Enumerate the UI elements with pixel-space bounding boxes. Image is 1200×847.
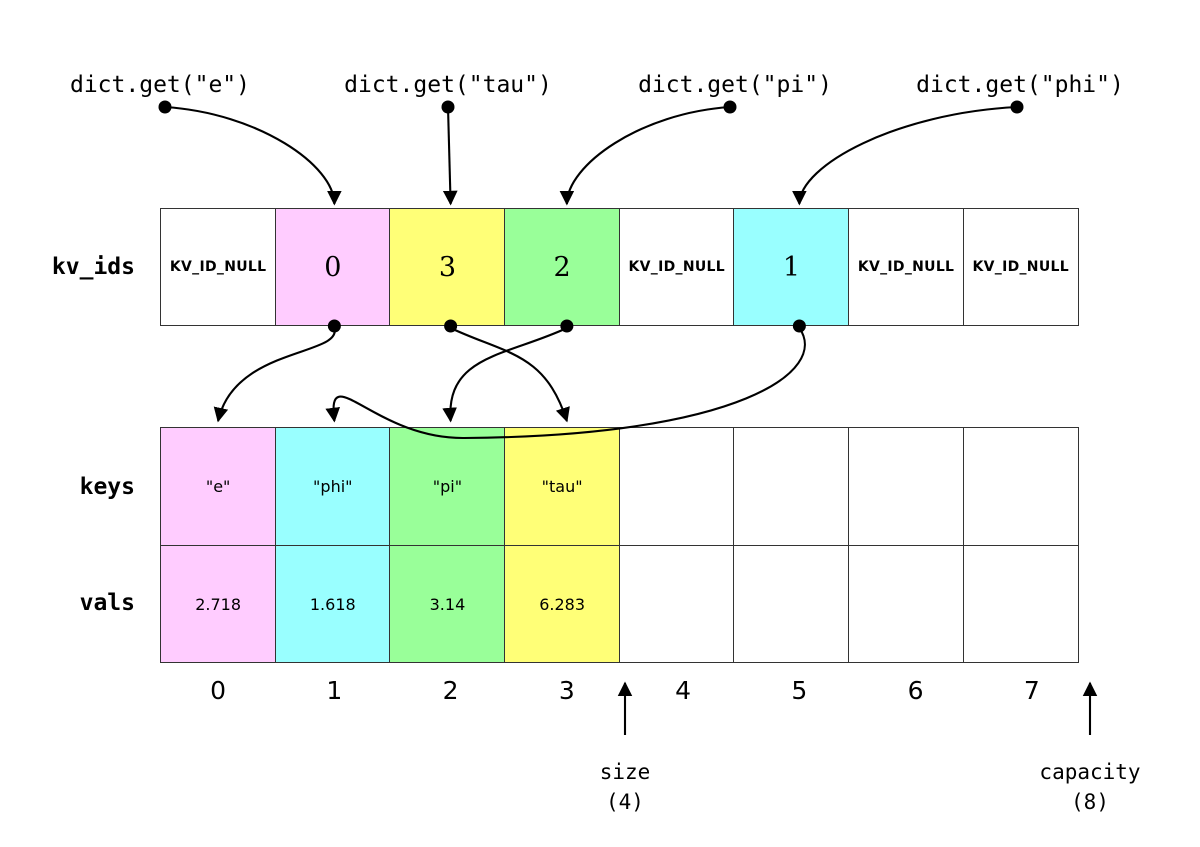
keys-cell-4 bbox=[619, 428, 734, 545]
vals-cell-0: 2.718 bbox=[161, 545, 276, 662]
keys-cell-3-value: "tau" bbox=[541, 477, 583, 496]
vals-cell-4 bbox=[619, 545, 734, 662]
kv-ids-cell-3: 2 bbox=[503, 208, 621, 326]
index-label-1: 1 bbox=[326, 676, 343, 705]
index-label-2: 2 bbox=[442, 676, 459, 705]
keys-cell-0: "e" bbox=[161, 428, 276, 545]
kv-column-0: "e" 2.718 bbox=[160, 427, 277, 663]
vals-cell-1-value: 1.618 bbox=[309, 594, 356, 614]
link-arrow-2 bbox=[442, 327, 568, 423]
keys-cell-6 bbox=[848, 428, 964, 545]
call-dot-3 bbox=[1010, 100, 1024, 114]
size-label: size bbox=[599, 760, 651, 784]
call-dot-0 bbox=[158, 100, 172, 114]
vals-cell-6 bbox=[848, 545, 964, 662]
vals-cell-2-value: 3.14 bbox=[429, 594, 466, 614]
call-arrow-0 bbox=[164, 105, 342, 206]
vals-cell-0-value: 2.718 bbox=[195, 594, 242, 614]
keys-cell-2: "pi" bbox=[390, 428, 505, 545]
index-label-6: 6 bbox=[907, 676, 924, 705]
kv-column-6 bbox=[847, 427, 965, 663]
kv-ids-cell-2-value: 3 bbox=[438, 251, 457, 283]
keys-cell-3: "tau" bbox=[504, 428, 620, 545]
call-arrow-3 bbox=[792, 105, 1018, 206]
vals-cell-3: 6.283 bbox=[504, 545, 620, 662]
call-arrow-1 bbox=[442, 106, 458, 206]
capacity-label: capacity bbox=[1039, 760, 1141, 784]
kv-ids-cell-7-value: KV_ID_NULL bbox=[972, 259, 1069, 275]
kv-column-2: "pi" 3.14 bbox=[389, 427, 506, 663]
kv-ids-row: KV_ID_NULL 0 3 2 KV_ID_NULL 1 KV_ID_NULL KV_ID_… bbox=[160, 208, 1090, 326]
capacity-annotation: capacity (8) bbox=[1039, 760, 1140, 814]
kv-ids-cell-7: KV_ID_NULL bbox=[962, 208, 1079, 326]
kv-ids-cell-6-value: KV_ID_NULL bbox=[857, 259, 955, 275]
call-label-tau: dict.get("tau") bbox=[344, 72, 552, 98]
call-dot-2 bbox=[723, 100, 737, 114]
vals-cell-3-value: 6.283 bbox=[539, 594, 585, 614]
call-arrow-2 bbox=[559, 105, 731, 206]
kv-ids-cell-4: KV_ID_NULL bbox=[618, 208, 735, 326]
keys-cell-1-value: "phi" bbox=[313, 477, 353, 496]
capacity-value: (8) bbox=[1071, 790, 1109, 814]
row-label-keys: keys bbox=[79, 474, 135, 500]
call-dot-1 bbox=[441, 100, 455, 114]
index-label-3: 3 bbox=[558, 676, 575, 705]
kv-ids-cell-1-value: 0 bbox=[324, 251, 342, 283]
kv-column-5 bbox=[733, 427, 850, 663]
call-label-pi: dict.get("pi") bbox=[638, 72, 832, 98]
kv-column-1: "phi" 1.618 bbox=[274, 427, 391, 663]
size-annotation: size (4) bbox=[600, 760, 651, 814]
kv-ids-cell-1: 0 bbox=[274, 208, 391, 326]
vals-cell-2: 3.14 bbox=[390, 545, 505, 662]
link-arrow-3 bbox=[325, 327, 806, 440]
kv-ids-cell-0: KV_ID_NULL bbox=[160, 208, 277, 326]
row-label-vals: vals bbox=[79, 590, 135, 616]
keys-cell-5 bbox=[734, 428, 849, 545]
row-label-kv-ids: kv_ids bbox=[51, 254, 135, 280]
link-arrow-1 bbox=[450, 327, 570, 423]
kv-ids-cell-6: KV_ID_NULL bbox=[847, 208, 965, 326]
kv-ids-cell-3-value: 2 bbox=[553, 251, 571, 283]
kv-ids-cell-4-value: KV_ID_NULL bbox=[628, 259, 725, 275]
kv-ids-cell-2: 3 bbox=[389, 208, 506, 326]
index-label-5: 5 bbox=[791, 676, 808, 705]
vals-cell-5 bbox=[734, 545, 849, 662]
vals-cell-1: 1.618 bbox=[275, 545, 390, 662]
call-label-phi: dict.get("phi") bbox=[916, 72, 1124, 98]
kv-ids-cell-0-value: KV_ID_NULL bbox=[169, 259, 267, 275]
size-value: (4) bbox=[606, 790, 644, 814]
keys-cell-0-value: "e" bbox=[205, 477, 231, 496]
index-label-7: 7 bbox=[1023, 676, 1040, 705]
kv-ids-cell-5: 1 bbox=[733, 208, 850, 326]
kv-column-4 bbox=[618, 427, 735, 663]
vals-cell-7 bbox=[963, 545, 1078, 662]
link-arrow-0 bbox=[213, 327, 336, 423]
keys-vals-table: "e" 2.718 "phi" 1.618 "pi" 3.14 "tau" 6.283 bbox=[160, 427, 1090, 663]
kv-column-3: "tau" 6.283 bbox=[503, 427, 621, 663]
keys-cell-2-value: "pi" bbox=[432, 477, 463, 496]
kv-column-7 bbox=[962, 427, 1079, 663]
index-label-4: 4 bbox=[675, 676, 692, 705]
keys-cell-1: "phi" bbox=[275, 428, 390, 545]
kv-ids-cell-5-value: 1 bbox=[782, 251, 800, 283]
call-label-e: dict.get("e") bbox=[69, 72, 251, 98]
keys-cell-7 bbox=[963, 428, 1078, 545]
index-label-0: 0 bbox=[210, 676, 227, 705]
